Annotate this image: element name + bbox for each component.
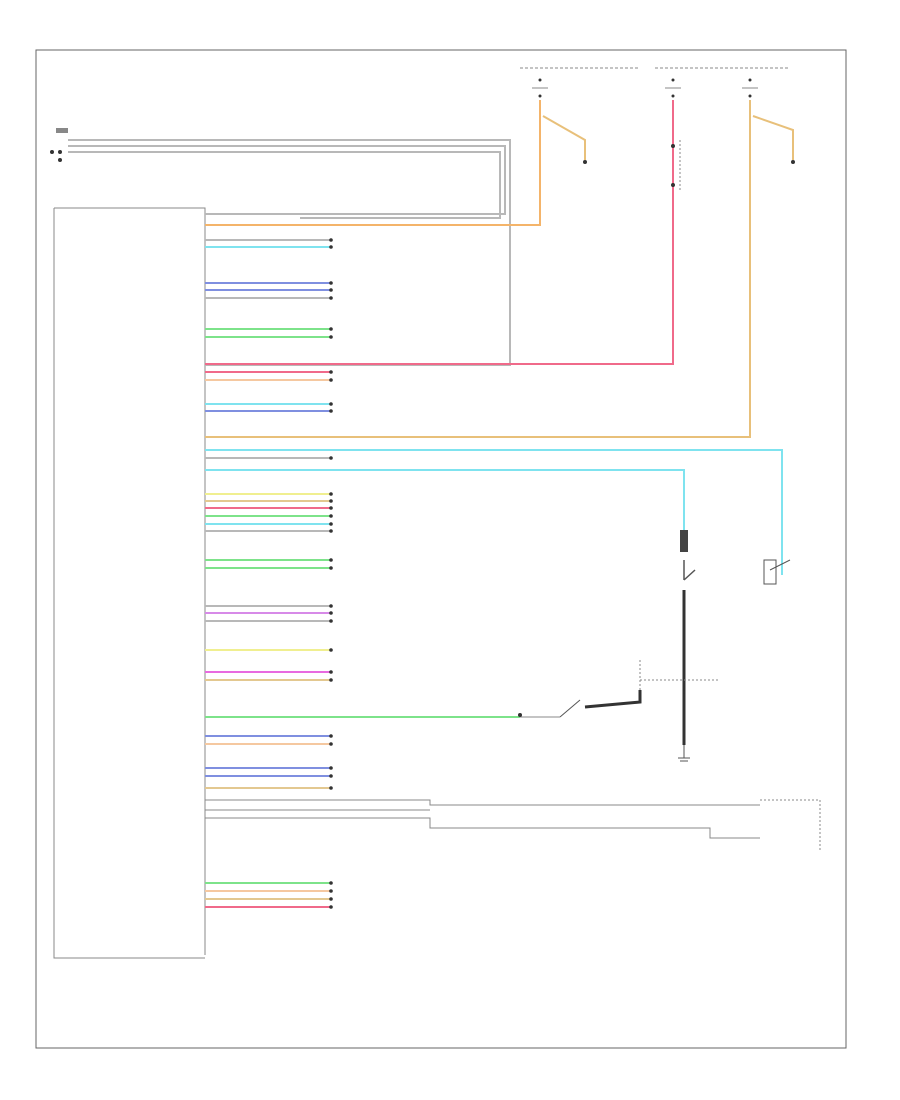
- pin-connector-26: [329, 734, 333, 738]
- diagram-frame: [35, 49, 847, 1049]
- body-relay-module: [671, 140, 681, 192]
- pin-connector-19: [329, 566, 333, 570]
- module-outline: [53, 207, 206, 959]
- pin-connector-15: [329, 514, 333, 518]
- pin-connector-13: [329, 499, 333, 503]
- pin-connector-16: [329, 522, 333, 526]
- pin-connector-5: [329, 327, 333, 331]
- chassis-ground: [678, 745, 690, 762]
- pin-connector-10: [329, 409, 333, 413]
- pin-connector-18: [329, 558, 333, 562]
- pin-connector-21: [329, 611, 333, 615]
- pin-connector-24: [329, 670, 333, 674]
- cyan-feeds: [205, 449, 783, 575]
- fuse-block-2: [655, 67, 720, 98]
- pin-connector-33: [329, 897, 333, 901]
- pin-wires: [205, 238, 333, 909]
- pin-connector-34: [329, 905, 333, 909]
- pin-connector-6: [329, 335, 333, 339]
- pin-connector-14: [329, 506, 333, 510]
- pin-connector-1: [329, 245, 333, 249]
- pink-feed: [205, 100, 674, 365]
- fuse-block-1: [520, 67, 640, 98]
- pin-connector-20: [329, 604, 333, 608]
- pin-connector-32: [329, 889, 333, 893]
- pin-connector-4: [329, 296, 333, 300]
- pin-connector-11: [329, 456, 333, 460]
- pin-connector-22: [329, 619, 333, 623]
- bottom-right-runs: [205, 799, 760, 839]
- pin-connector-3: [329, 288, 333, 292]
- trunk-switch: [763, 559, 791, 585]
- pin-connector-23: [329, 648, 333, 652]
- pass-seat-switch: [518, 690, 642, 718]
- sensor-module: [760, 799, 821, 850]
- pin-connector-17: [329, 529, 333, 533]
- seat-belt-switch-module: [639, 590, 720, 745]
- pin-connector-9: [329, 402, 333, 406]
- orange-feed: [205, 100, 587, 226]
- pin-connector-25: [329, 678, 333, 682]
- courtesy-switch: [680, 530, 696, 581]
- tan-feed: [205, 100, 795, 438]
- pin-connector-2: [329, 281, 333, 285]
- power-distribution-2: [720, 67, 790, 98]
- pin-connector-27: [329, 742, 333, 746]
- pin-connector-29: [329, 774, 333, 778]
- pin-connector-30: [329, 786, 333, 790]
- pin-connector-7: [329, 370, 333, 374]
- pin-connector-31: [329, 881, 333, 885]
- pin-connector-12: [329, 492, 333, 496]
- pin-connector-8: [329, 378, 333, 382]
- pin-connector-0: [329, 238, 333, 242]
- pin-connector-28: [329, 766, 333, 770]
